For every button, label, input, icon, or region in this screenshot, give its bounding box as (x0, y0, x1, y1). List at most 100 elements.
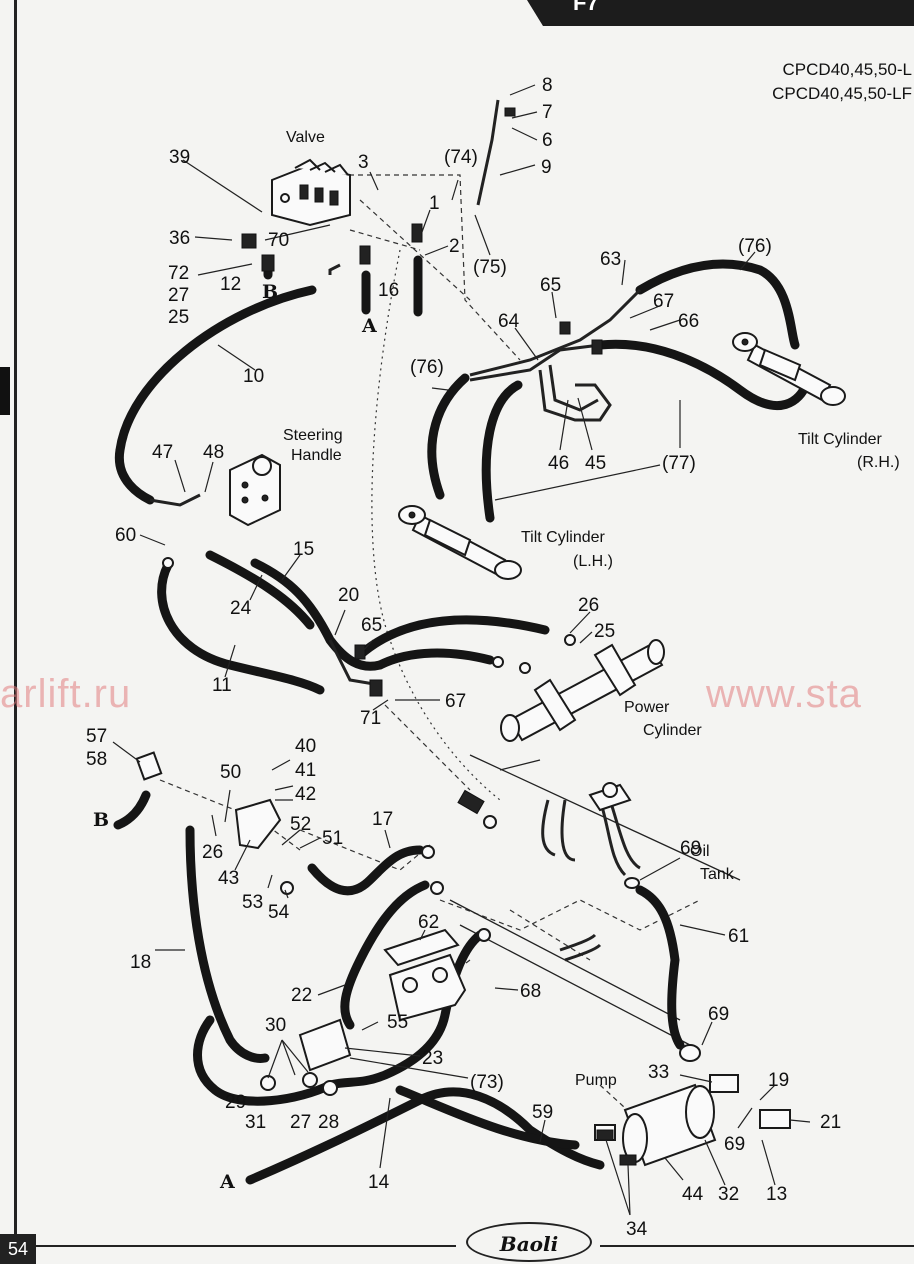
power-caption-2: Cylinder (643, 722, 702, 739)
part-label-67-lower: 67 (445, 691, 466, 712)
part-label-17: 17 (372, 809, 393, 830)
part-label-6: 6 (542, 130, 553, 151)
part-label-45: 45 (585, 453, 606, 474)
section-tab-label: F7 (573, 0, 599, 15)
model-line-1: CPCD40,45,50-L (782, 60, 912, 79)
part-label-27-upper: 27 (168, 285, 189, 306)
tilt-lh-caption-1: Tilt Cylinder (521, 529, 606, 546)
part-label-74: (74) (444, 147, 478, 168)
part-label-75: (75) (473, 257, 507, 278)
part-label-72: 72 (168, 263, 189, 284)
leader-lines (112, 84, 811, 1216)
part-label-31: 31 (245, 1112, 266, 1133)
part-label-69-upper: 69 (680, 838, 701, 859)
part-label-41: 41 (295, 760, 316, 781)
part-label-1: 1 (429, 193, 440, 214)
part-label-53: 53 (242, 892, 263, 913)
part-label-24: 24 (230, 598, 252, 619)
page-number: 54 (0, 1234, 36, 1264)
part-label-26-upper: 26 (578, 595, 599, 616)
part-label-15: 15 (293, 539, 314, 560)
part-label-43: 43 (218, 868, 239, 889)
steering-caption-1: Steering (283, 427, 343, 444)
watermark-left: arlift.ru (0, 672, 132, 716)
oil-tank-caption-1: Oil (690, 843, 710, 860)
part-label-70: 70 (268, 230, 289, 251)
part-label-69-pump: 69 (724, 1134, 745, 1155)
part-label-22: 22 (291, 985, 312, 1006)
power-caption-1: Power (624, 699, 670, 716)
part-label-34: 34 (626, 1219, 648, 1240)
connector-a-lower: A (219, 1171, 235, 1193)
connector-b-lower: B (93, 809, 109, 831)
steering-unit (229, 453, 281, 527)
part-label-46: 46 (548, 453, 569, 474)
part-label-36: 36 (169, 228, 190, 249)
part-label-44: 44 (682, 1184, 704, 1205)
part-label-33: 33 (648, 1062, 669, 1083)
fittings (135, 107, 637, 1166)
part-label-68: 68 (520, 981, 541, 1002)
watermark-right: www.sta (706, 672, 862, 716)
page-frame-line (14, 0, 17, 1240)
part-label-73: (73) (470, 1072, 504, 1093)
part-label-3: 3 (358, 152, 369, 173)
part-label-23: 23 (422, 1048, 443, 1069)
part-label-77: (77) (662, 453, 696, 474)
part-label-62: 62 (418, 912, 439, 933)
rigid-pipes (149, 99, 642, 962)
part-label-13: 13 (766, 1184, 787, 1205)
part-label-60: 60 (115, 525, 136, 546)
part-label-14: 14 (368, 1172, 390, 1193)
oil-tank-fittings (588, 782, 701, 1062)
steering-caption-2: Handle (291, 447, 342, 464)
part-label-42: 42 (295, 784, 316, 805)
part-label-76-right: (76) (738, 236, 772, 257)
part-label-55: 55 (387, 1012, 408, 1033)
footer-rule-right (600, 1245, 914, 1247)
part-label-9: 9 (541, 157, 552, 178)
part-label-27-lower: 27 (290, 1112, 311, 1133)
connector-letters: B A B A (93, 281, 377, 1193)
part-label-67-upper: 67 (653, 291, 674, 312)
part-label-29: 29 (225, 1092, 246, 1113)
section-edge-marker (0, 367, 10, 415)
part-label-54: 54 (268, 902, 290, 923)
part-label-40: 40 (295, 736, 316, 757)
part-label-18: 18 (130, 952, 151, 973)
valve-caption: Valve (286, 129, 325, 146)
part-label-10: 10 (243, 366, 264, 387)
part-label-64: 64 (498, 311, 520, 332)
part-label-28: 28 (318, 1112, 339, 1133)
part-label-20: 20 (338, 585, 359, 606)
baoli-logo: Baoli (466, 1222, 592, 1262)
pump (594, 1074, 791, 1167)
power-cylinder (492, 639, 665, 742)
pipe-clamp (383, 928, 467, 1022)
part-label-12: 12 (220, 274, 241, 295)
control-valve (271, 158, 351, 227)
part-label-26-lower: 26 (202, 842, 223, 863)
part-label-21: 21 (820, 1112, 841, 1133)
tilt-rh-caption-2: (R.H.) (857, 454, 900, 471)
part-label-16: 16 (378, 280, 399, 301)
reference-lines (159, 174, 741, 1141)
hoses (113, 255, 811, 1185)
tilt-cylinder-lh (398, 505, 522, 580)
part-label-58: 58 (86, 749, 107, 770)
part-label-48: 48 (203, 442, 224, 463)
part-label-25: 25 (168, 307, 189, 328)
oil-tank-caption-2: Tank (700, 866, 735, 883)
pump-caption: Pump (575, 1072, 617, 1089)
captions: Valve Steering Handle Tilt Cylinder (R.H… (283, 129, 900, 1089)
part-label-32: 32 (718, 1184, 739, 1205)
part-label-8: 8 (542, 75, 553, 96)
part-label-65-upper: 65 (540, 275, 561, 296)
part-label-52: 52 (290, 814, 311, 835)
model-line-2: CPCD40,45,50-LF (772, 84, 912, 103)
part-label-66: 66 (678, 311, 699, 332)
part-label-2: 2 (449, 236, 460, 257)
part-label-30: 30 (265, 1015, 286, 1036)
part-label-50: 50 (220, 762, 241, 783)
